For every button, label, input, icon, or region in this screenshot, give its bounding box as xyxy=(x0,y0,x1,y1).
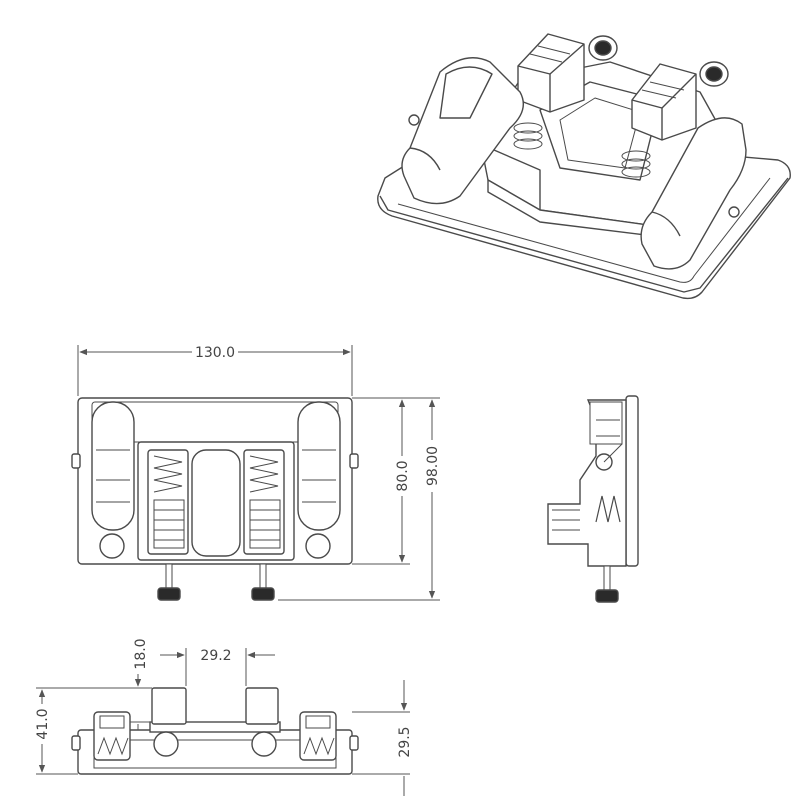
iso-clamp-left xyxy=(401,57,524,205)
side-base-plate xyxy=(625,395,639,567)
top-pin-spacing-label: 29.2 xyxy=(200,648,231,664)
iso-clamp-right xyxy=(640,117,747,270)
top-body-height-label: 29.5 xyxy=(397,726,413,757)
top-spring-block-right xyxy=(299,711,337,761)
front-hole-left xyxy=(99,533,125,559)
side-view xyxy=(547,395,639,603)
top-dimensions xyxy=(36,636,410,796)
iso-spring-left xyxy=(513,122,543,150)
front-outer-height-label: 98.00 xyxy=(425,446,441,486)
iso-knob-left xyxy=(588,35,618,61)
iso-knob-right xyxy=(699,61,729,87)
iso-spring-right xyxy=(621,150,651,178)
front-width-label: 130.0 xyxy=(195,345,235,361)
front-inner-height-label: 80.0 xyxy=(395,460,411,491)
front-clamp-right xyxy=(297,401,359,531)
side-spring-icon xyxy=(595,495,621,523)
front-view xyxy=(71,397,359,601)
front-thumb-screw-right xyxy=(251,563,275,601)
front-spring-housing-left xyxy=(147,449,189,555)
top-pin-right xyxy=(245,687,279,725)
top-view xyxy=(71,687,359,775)
front-hole-right xyxy=(305,533,331,559)
top-spring-block-left xyxy=(93,711,131,761)
iso-top-block-left xyxy=(517,33,585,113)
top-knob-left xyxy=(153,731,179,757)
top-pin-left xyxy=(151,687,187,725)
side-thumb-screw xyxy=(595,565,619,603)
top-knob-right xyxy=(251,731,277,757)
iso-base-plate-edge xyxy=(379,177,789,293)
front-clamp-left xyxy=(71,401,135,531)
front-center-window xyxy=(191,449,241,557)
front-spring-housing-right xyxy=(243,449,285,555)
top-pin-height-label: 18.0 xyxy=(133,638,149,669)
front-thumb-screw-left xyxy=(157,563,181,601)
isometric-view xyxy=(377,33,791,300)
iso-top-block-right xyxy=(631,63,697,141)
top-total-height-label: 41.0 xyxy=(35,708,51,739)
